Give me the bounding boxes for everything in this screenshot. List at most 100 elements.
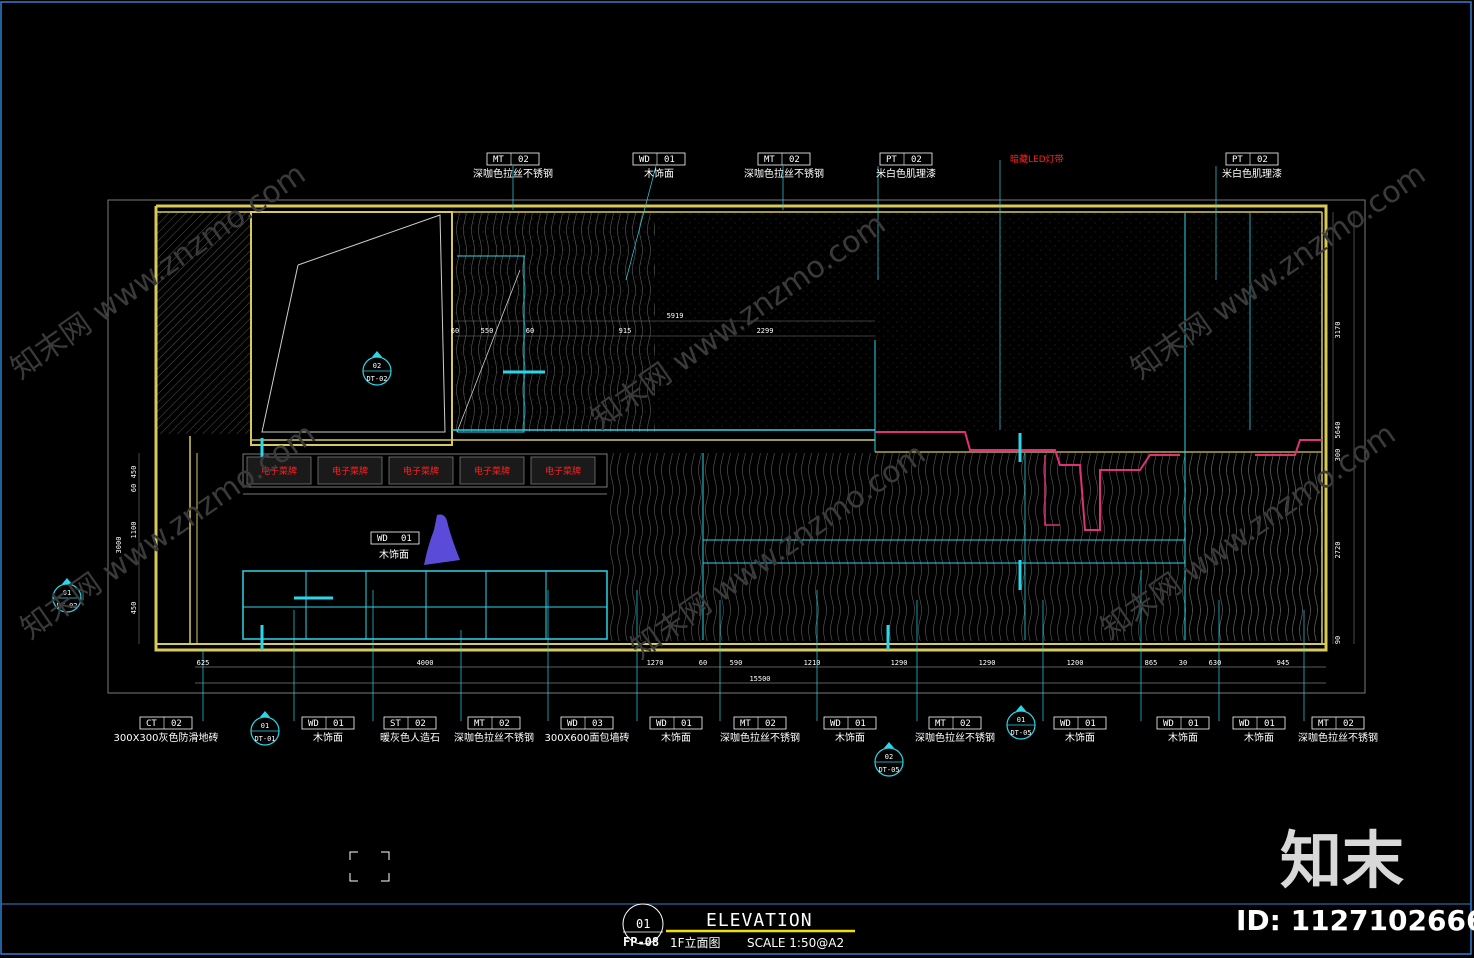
bottom-tag-5-code: WD [656, 719, 667, 729]
bottom-tag-4-label: 300X600面包墙砖 [544, 731, 629, 744]
bottom-tag-7-num: 01 [855, 719, 866, 729]
bottom-tag-10-num: 01 [1188, 719, 1199, 729]
bottom-tag-9-label: 木饰面 [1065, 731, 1095, 744]
section-num-0: 02 [373, 362, 381, 370]
bottom-tag-0-box [139, 716, 193, 730]
hatched-column [156, 212, 251, 434]
led-strip-post [1044, 455, 1060, 526]
mid-material-tag: WD 01 木饰面 [370, 531, 420, 561]
counter-doors [305, 571, 547, 639]
top-tag-4-label: 米白色肌理漆 [1222, 167, 1282, 180]
menu-board-label-1: 电子菜牌 [332, 465, 368, 477]
dim-bottom-0: 625 [197, 659, 210, 667]
human-figure [424, 514, 460, 565]
back-counter [242, 570, 608, 640]
section-ref-3: DT-05 [878, 766, 899, 774]
bottom-tag-11-box [1232, 716, 1286, 730]
bottom-tag-3-code: MT [474, 719, 485, 729]
title-scale: SCALE 1:50@A2 [747, 936, 844, 950]
dim-left-0: 450 [130, 466, 138, 479]
top-tag-4-num: 02 [1257, 155, 1268, 165]
section-arrow-1 [62, 578, 72, 584]
dim-bottom-5: 1210 [804, 659, 821, 667]
top-tag-2-num: 02 [789, 155, 800, 165]
bottom-tag-7-box [823, 716, 877, 730]
bottom-tag-2-box [383, 716, 437, 730]
ceiling-outline [154, 204, 1328, 652]
menu-board-0 [246, 456, 312, 485]
top-leaders [512, 160, 1217, 430]
title-block: 01 FP-08 ELEVATION 1F立面图 SCALE 1:50@A2 [622, 903, 855, 950]
top-tag-2-code: MT [764, 155, 775, 165]
dim-upper-2: 550 [481, 327, 494, 335]
bottom-tag-6-box [733, 716, 787, 730]
dim-upper-4: 915 [619, 327, 632, 335]
dim-right-1: 5640 [1334, 422, 1342, 439]
bottom-tag-11-num: 01 [1264, 719, 1275, 729]
dim-bottom-10: 30 [1179, 659, 1187, 667]
top-tag-2: MT 02 深咖色拉丝不锈钢 [744, 152, 824, 180]
top-tag-1-code: WD [639, 155, 650, 165]
bottom-tag-11-code: WD [1239, 719, 1250, 729]
top-tag-1-num: 01 [664, 155, 675, 165]
bottom-tag-10-label: 木饰面 [1168, 731, 1198, 744]
dim-upper-5: 2299 [757, 327, 774, 335]
dim-bottom-12: 945 [1277, 659, 1290, 667]
image-id: ID: 1127102666 [1236, 904, 1474, 937]
led-strip [875, 431, 1180, 531]
dim-left-1: 60 [130, 484, 138, 492]
dim-left-2: 1100 [130, 522, 138, 539]
dim-bottom-1: 4000 [417, 659, 434, 667]
bottom-tag-8: MT 02 深咖色拉丝不锈钢 [915, 716, 995, 744]
top-tag-0-num: 02 [518, 155, 529, 165]
bottom-tag-5-box [649, 716, 703, 730]
bottom-tag-0-code: CT [146, 719, 157, 729]
title-num: 01 [636, 917, 650, 931]
dim-right-2: 300 [1334, 449, 1342, 462]
top-tag-0-box [486, 152, 540, 166]
menu-boards: 电子菜牌电子菜牌电子菜牌电子菜牌电子菜牌 [246, 456, 596, 485]
bottom-tag-12-box [1311, 716, 1365, 730]
bottom-tag-7-code: WD [830, 719, 841, 729]
mid-tag-code: WD [377, 534, 388, 544]
bottom-tag-0-num: 02 [171, 719, 182, 729]
dim-right-4: 90 [1334, 636, 1342, 644]
bottom-tag-1-code: WD [308, 719, 319, 729]
dim-bottom-3: 60 [699, 659, 707, 667]
top-tag-1-box [632, 152, 686, 166]
mid-tag-num: 01 [401, 534, 412, 544]
bottom-tag-8-label: 深咖色拉丝不锈钢 [915, 731, 995, 744]
mid-tag-label: 木饰面 [379, 548, 409, 561]
bottom-tag-6-code: MT [740, 719, 751, 729]
bottom-tag-8-box [928, 716, 982, 730]
section-ref-1: DT-02 [56, 602, 77, 610]
bottom-tag-8-code: MT [935, 719, 946, 729]
bottom-tag-4-code: WD [567, 719, 578, 729]
section-arrow-3 [884, 742, 894, 748]
top-tag-1: WD 01 木饰面 [632, 152, 686, 180]
led-strip-right [1255, 439, 1322, 456]
top-tag-2-label: 深咖色拉丝不锈钢 [744, 167, 824, 180]
top-tag-3-num: 02 [911, 155, 922, 165]
bottom-tag-6-num: 02 [765, 719, 776, 729]
top-tag-1-label: 木饰面 [644, 167, 674, 180]
bottom-tag-3-box [467, 716, 521, 730]
bottom-tag-8-num: 02 [960, 719, 971, 729]
dim-bottom-6: 1290 [891, 659, 908, 667]
selection-bracket[interactable] [349, 851, 390, 882]
dim-bottom-11: 630 [1209, 659, 1222, 667]
